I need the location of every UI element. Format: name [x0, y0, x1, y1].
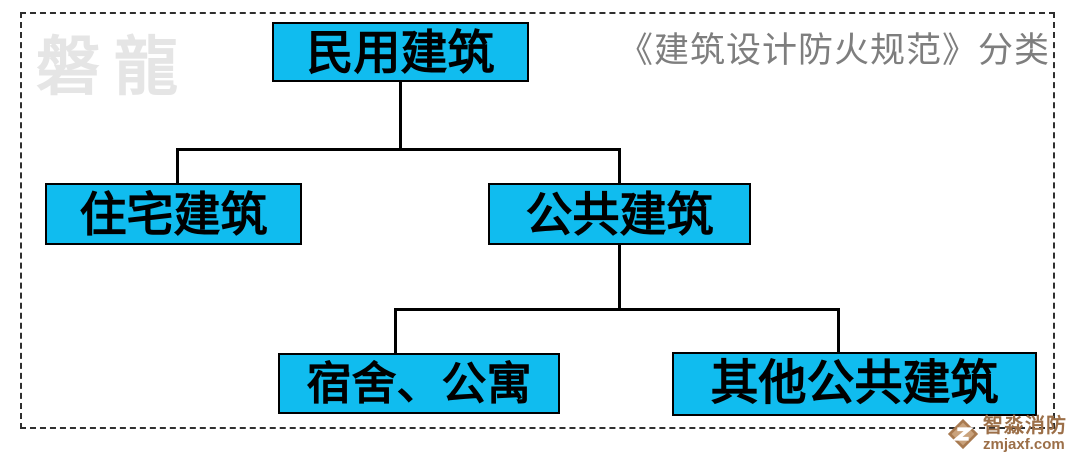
- logo-name: 智淼消防: [983, 415, 1067, 437]
- node-residential-building: 住宅建筑: [45, 183, 302, 245]
- connector-level1-horizontal: [176, 148, 621, 151]
- node-other-public-building: 其他公共建筑: [672, 352, 1037, 416]
- node-civil-building: 民用建筑: [272, 22, 529, 82]
- watermark-text: 磐龍: [36, 31, 192, 103]
- logo-text-block: 智淼消防 zmjaxf.com: [983, 416, 1067, 453]
- connector-root-down: [399, 82, 402, 151]
- site-logo: 智淼消防 zmjaxf.com: [946, 416, 1067, 453]
- diamond-logo-icon: [947, 419, 979, 450]
- dashed-border-frame: [20, 12, 1055, 429]
- connector-dormitory-drop: [394, 308, 397, 355]
- connector-public-down: [618, 245, 621, 311]
- connector-residential-drop: [176, 148, 179, 185]
- logo-domain: zmjaxf.com: [983, 436, 1065, 453]
- connector-level2-horizontal: [394, 308, 840, 311]
- connector-public-drop: [618, 148, 621, 185]
- connector-other-drop: [837, 308, 840, 354]
- page-title: 《建筑设计防火规范》分类: [617, 31, 1050, 70]
- node-public-building: 公共建筑: [488, 183, 751, 245]
- node-dormitory-apartment: 宿舍、公寓: [278, 353, 560, 414]
